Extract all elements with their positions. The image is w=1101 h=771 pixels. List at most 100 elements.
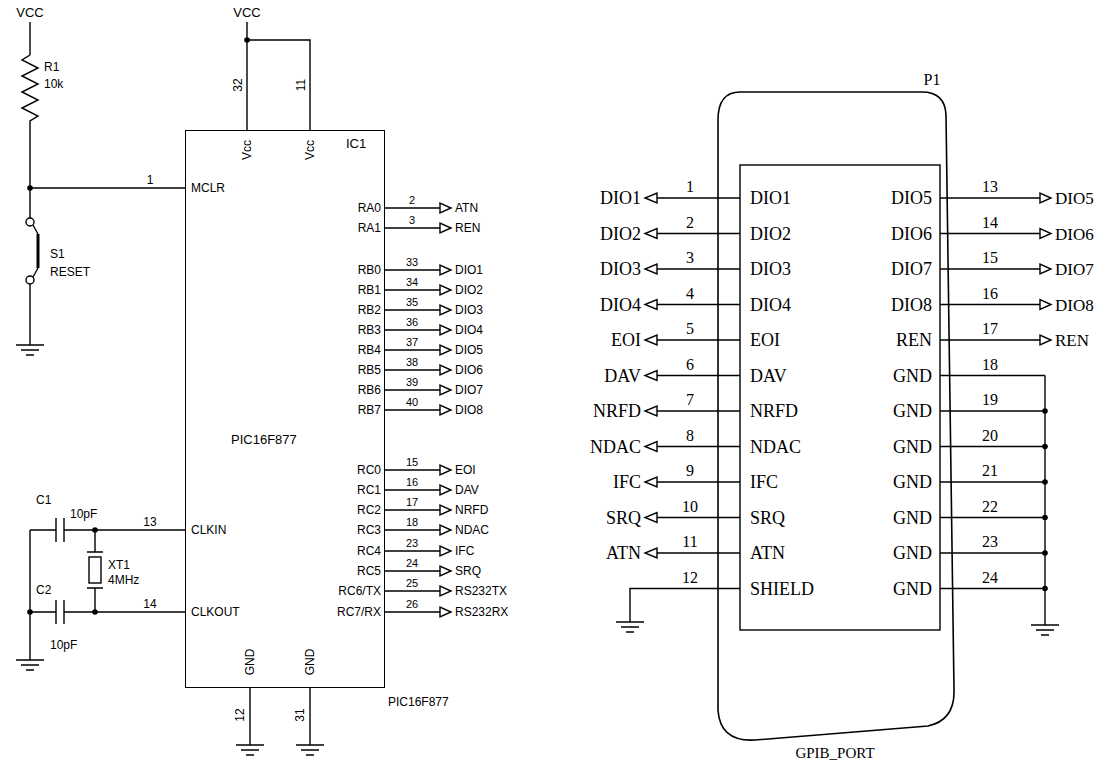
schematic-label: RB1: [358, 284, 381, 296]
schematic-label: 14: [982, 215, 998, 231]
net-flag: [440, 265, 451, 275]
schematic-label: 15: [406, 457, 418, 468]
vcc-wire: [247, 22, 310, 130]
net-flag: [645, 229, 657, 239]
schematic-label: 31: [294, 708, 306, 721]
switch-lever: [33, 225, 38, 277]
pin-wire: [385, 509, 440, 510]
ground-pin-wire: [940, 517, 1045, 518]
junction-dot: [1042, 515, 1048, 521]
schematic-label: GND: [893, 580, 932, 598]
net-flag: [645, 335, 657, 345]
schematic-label: 7: [686, 392, 694, 408]
schematic-label: DIO4: [750, 296, 791, 314]
schematic-label: 12: [682, 570, 698, 586]
switch-contact: [26, 218, 34, 226]
pin-wire: [657, 517, 740, 518]
schematic-label: SHIELD: [750, 580, 814, 598]
schematic-label: EOI: [750, 331, 780, 349]
ground-pin-wire: [940, 481, 1045, 482]
schematic-label: 13: [143, 516, 156, 528]
schematic-label: CLKOUT: [191, 606, 240, 618]
schematic-label: VCC: [233, 6, 260, 19]
schematic-label: DIO6: [1055, 225, 1094, 242]
net-flag: [1040, 229, 1051, 239]
schematic-label: NDAC: [455, 524, 489, 536]
schematic-label: SRQ: [455, 565, 481, 577]
schematic-label: DIO7: [1055, 261, 1094, 278]
net-flag: [440, 385, 451, 395]
schematic-label: DIO8: [455, 404, 483, 416]
ground-symbol: [16, 660, 44, 670]
pin-wire: [940, 197, 1040, 198]
schematic-label: R1: [44, 61, 59, 73]
gnd-pin-wire: [250, 688, 310, 745]
schematic-label: 40: [406, 397, 418, 408]
schematic-label: 17: [406, 497, 418, 508]
net-flag: [440, 566, 451, 576]
pin-wire: [940, 268, 1040, 269]
vcc-wire: [29, 22, 30, 55]
schematic-label: DAV: [750, 367, 787, 385]
resistor-symbol: [22, 55, 38, 188]
net-flag: [440, 203, 451, 213]
schematic-label: S1: [50, 248, 65, 260]
schematic-label: RC7/RX: [337, 606, 381, 618]
schematic-label: 9: [686, 463, 694, 479]
junction-dot: [92, 527, 98, 533]
net-flag: [440, 485, 451, 495]
schematic-label: 1: [686, 179, 694, 195]
schematic-label: 20: [982, 428, 998, 444]
schematic-label: 3: [409, 215, 415, 226]
net-flag: [645, 406, 657, 416]
pin-wire: [385, 289, 440, 290]
schematic-label: 23: [406, 538, 418, 549]
schematic-label: 24: [982, 570, 998, 586]
pin-wire: [657, 481, 740, 482]
pin-wire: [657, 304, 740, 305]
schematic-label: 11: [682, 534, 697, 550]
schematic-label: RB0: [358, 264, 381, 276]
schematic-label: 15: [982, 250, 998, 266]
ic-chip-box: IC1PIC16F877: [185, 130, 385, 688]
schematic-label: NDAC: [750, 438, 801, 456]
ground-pin-wire: [940, 375, 1045, 376]
schematic-label: GND: [304, 649, 316, 676]
schematic-label: RB4: [358, 344, 381, 356]
pin-wire: [385, 389, 440, 390]
net-flag: [440, 607, 451, 617]
schematic-label: 2: [686, 215, 694, 231]
net-flag: [440, 405, 451, 415]
schematic-label: 35: [406, 297, 418, 308]
pin-wire: [385, 269, 440, 270]
pin-wire: [940, 304, 1040, 305]
schematic-label: EOI: [611, 331, 641, 349]
schematic-label: 18: [982, 357, 998, 373]
schematic-label: C2: [36, 584, 51, 596]
junction-dot: [1042, 479, 1048, 485]
schematic-label: RC5: [357, 565, 381, 577]
ground-pin-wire: [940, 588, 1045, 589]
net-flag: [440, 525, 451, 535]
schematic-label: DIO7: [891, 260, 932, 278]
chip-designator: IC1: [346, 137, 366, 150]
schematic-label: DIO2: [750, 225, 791, 243]
schematic-label: 14: [143, 598, 156, 610]
schematic-label: DIO1: [600, 189, 641, 207]
schematic-label: DIO4: [455, 324, 483, 336]
connector-designator: P1: [924, 72, 941, 88]
pin-wire: [385, 409, 440, 410]
schematic-label: RA0: [358, 202, 381, 214]
schematic-label: DIO2: [455, 284, 483, 296]
schematic-label: 38: [406, 357, 418, 368]
schematic-label: RS232RX: [455, 606, 508, 618]
pin-wire: [385, 207, 440, 208]
junction-dot: [1042, 444, 1048, 450]
schematic-label: GND: [893, 509, 932, 527]
ground-symbol: [16, 345, 44, 355]
schematic-label: RS232TX: [455, 585, 507, 597]
schematic-label: GND: [893, 402, 932, 420]
clock-ground-wire: [29, 530, 30, 660]
pin-wire: [657, 233, 740, 234]
